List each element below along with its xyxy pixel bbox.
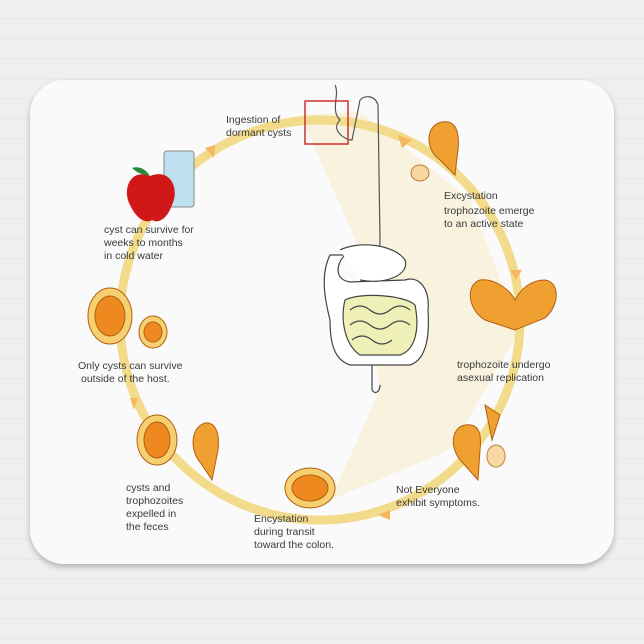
label-ingestion: Ingestion of dormant cysts <box>226 114 291 140</box>
label-line: Not Everyone <box>396 484 460 496</box>
label-cold-water: cyst can survive for weeks to months in … <box>104 224 194 263</box>
label-line: trophozoite undergo <box>457 359 551 371</box>
trophozoite-icon <box>452 424 481 482</box>
dividing-trophozoite-icon <box>470 279 557 331</box>
arrow-icon <box>398 135 412 148</box>
label-line: during transit <box>254 526 315 538</box>
label-line: toward the colon. <box>254 539 334 551</box>
organisms <box>87 121 557 509</box>
label-line: Excystation <box>444 190 498 202</box>
trophozoite-icon <box>484 403 501 442</box>
apple-leaf-icon <box>132 167 150 176</box>
trophozoite-icon <box>410 164 430 182</box>
label-line: cyst can survive for <box>104 224 194 236</box>
label-line: weeks to months <box>104 237 183 249</box>
apple-icon <box>126 174 175 222</box>
label-line: expelled in <box>126 508 177 520</box>
trophozoite-icon <box>428 121 459 177</box>
label-line: in cold water <box>104 250 163 262</box>
label-expelled: cysts and trophozoites expelled in the f… <box>126 482 183 534</box>
label-line: to an active state <box>444 218 524 230</box>
label-line: Encystation <box>254 513 309 525</box>
label-line: cysts and <box>126 482 171 494</box>
label-symptoms: Not Everyone exhibit symptoms. <box>396 484 480 510</box>
arrow-icon <box>510 270 522 280</box>
trophozoite-icon <box>486 444 506 468</box>
trophozoite-icon <box>192 422 219 482</box>
label-line: dormant cysts <box>226 127 292 139</box>
label-line: outside of the host. <box>81 373 170 385</box>
label-line: trophozoite emerge <box>444 205 535 217</box>
digestive-system-icon <box>323 244 430 394</box>
cycle-arrows <box>130 135 522 520</box>
label-line: asexual replication <box>457 372 544 384</box>
label-line: exhibit symptoms. <box>396 497 481 509</box>
label-line: Only cysts can survive <box>78 360 183 372</box>
label-line: trophozoites <box>126 495 184 507</box>
highlight-box <box>304 100 349 145</box>
label-replication: trophozoite undergo asexual replication <box>457 359 550 385</box>
label-line: Ingestion of <box>226 114 281 126</box>
label-survive-host: Only cysts can survive outside of the ho… <box>78 360 182 386</box>
label-excystation: Excystation trophozoite emerge to an act… <box>444 190 534 231</box>
label-line: the feces <box>126 521 169 533</box>
label-encystation: Encystation during transit toward the co… <box>254 513 334 552</box>
arrow-icon <box>130 398 138 410</box>
arrow-icon <box>205 145 215 158</box>
arrow-icon <box>378 510 390 520</box>
